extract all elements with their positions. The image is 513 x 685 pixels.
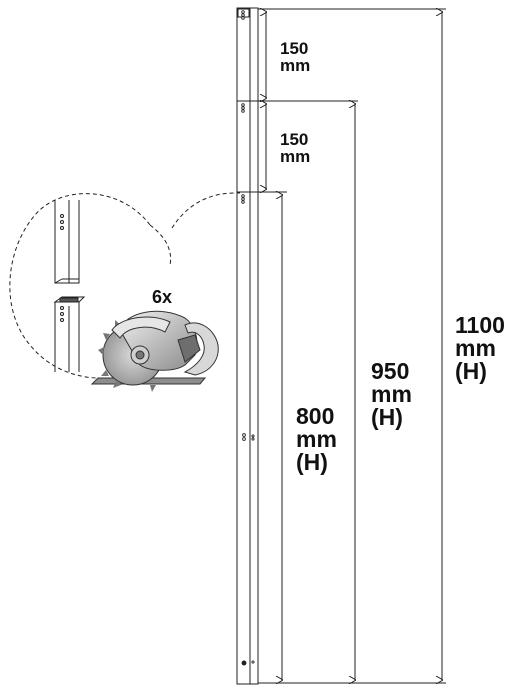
- dim-label-150-top: 150 mm: [280, 40, 310, 74]
- dim-label-800: 800 mm (H): [296, 405, 337, 474]
- dim-value: 950: [371, 358, 410, 384]
- circular-saw-icon: [90, 310, 219, 392]
- callout-post-pieces: [53, 200, 86, 372]
- dimension-lines: [258, 9, 446, 683]
- dim-label-1100: 1100 mm (H): [455, 314, 505, 383]
- dim-unit: mm: [280, 56, 311, 75]
- dim-unit: mm: [296, 426, 337, 452]
- dim-value: 800: [296, 403, 335, 429]
- dim-label-150-second: 150 mm: [280, 131, 310, 165]
- cut-detail-callout: [9, 192, 241, 379]
- dim-unit: mm: [371, 381, 412, 407]
- dim-note: (H): [371, 404, 403, 430]
- quantity-label: 6x: [152, 287, 173, 307]
- dim-note: (H): [455, 358, 487, 384]
- dim-value: 150: [280, 130, 309, 149]
- dim-label-950: 950 mm (H): [371, 360, 412, 429]
- dim-unit: mm: [455, 335, 496, 361]
- dim-note: (H): [296, 449, 328, 475]
- dim-unit: mm: [280, 147, 311, 166]
- dim-value: 150: [280, 39, 309, 58]
- post: [236, 7, 259, 685]
- dim-value: 1100: [455, 312, 505, 338]
- post-holes: [241, 10, 255, 666]
